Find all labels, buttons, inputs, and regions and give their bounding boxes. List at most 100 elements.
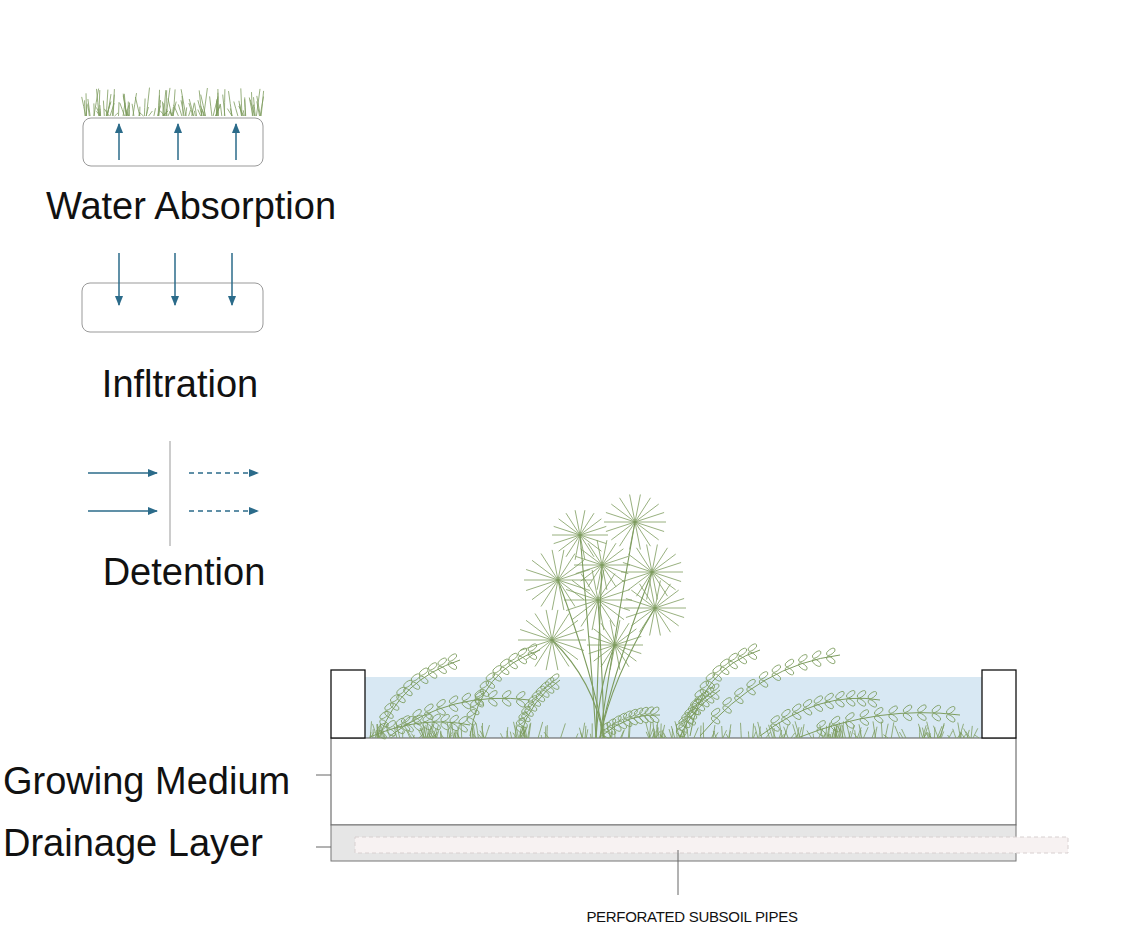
fern-leaflet: [396, 694, 407, 704]
fern-leaflet: [395, 717, 406, 727]
fern-leaflet: [830, 723, 841, 733]
fern-leaflet: [422, 721, 433, 731]
fern-leaflet: [458, 715, 469, 725]
tree-stem: [552, 640, 604, 738]
fern-leaflet: [722, 697, 733, 707]
fern-leaflet: [479, 688, 490, 698]
fern-leaflet: [628, 716, 639, 726]
fern-stem: [380, 660, 460, 735]
fern-leaflet: [771, 664, 782, 674]
fern-stem: [690, 650, 760, 736]
fern-leaflet: [427, 670, 438, 680]
palm-crown: [564, 570, 632, 630]
fern-leaflet: [606, 718, 617, 728]
fern-leaflet: [699, 690, 710, 700]
grass: [82, 88, 264, 116]
fern-leaflet: [945, 705, 956, 715]
palm-crown: [604, 495, 666, 550]
fern-leaflet: [811, 650, 822, 660]
fern-leaflet: [404, 723, 415, 733]
fern-leaflet: [709, 683, 720, 693]
fern-leaflet: [508, 652, 519, 662]
fern-leaflet: [824, 692, 835, 702]
fern-leaflet: [888, 705, 899, 715]
detention-icon: [88, 441, 258, 546]
fern-leaflet: [712, 673, 723, 683]
fern-leaflet: [515, 725, 526, 735]
layer-label: Drainage Layer: [3, 823, 263, 865]
fern-leaflet: [377, 722, 388, 732]
fern-leaflet: [449, 714, 460, 724]
fern-leaflet: [824, 700, 835, 710]
fern-leaflet: [771, 672, 782, 682]
fern-leaflet: [834, 690, 845, 700]
fern-leaflet: [437, 657, 448, 667]
fern-leaflet: [431, 721, 442, 731]
fern-leaflet: [811, 658, 822, 668]
fern-leaflet: [780, 708, 791, 718]
fern-leaflet: [649, 714, 660, 724]
fern-leaflet: [389, 702, 400, 712]
fern-leaflet: [699, 698, 710, 708]
fern-leaflet: [413, 714, 424, 724]
fern-leaflet: [784, 666, 795, 676]
fern-leaflet: [524, 708, 535, 718]
fern-leaflet: [902, 704, 913, 714]
fern-leaflet: [466, 708, 477, 718]
fern-leaflet: [797, 653, 808, 663]
fern-leaflet: [549, 681, 560, 691]
fern-leaflet: [377, 730, 388, 740]
fern-leaflet: [813, 695, 824, 705]
fern-leaflet: [816, 719, 827, 729]
fern-leaflet: [859, 717, 870, 727]
fern-leaflet: [531, 698, 542, 708]
fern-stem: [680, 690, 720, 737]
fern-leaflet: [448, 703, 459, 713]
fern-leaflet: [797, 662, 808, 672]
fern-leaflet: [733, 695, 744, 705]
fern-leaflet: [945, 714, 956, 724]
fern-leaflet: [758, 679, 769, 689]
fern-leaflet: [517, 655, 528, 665]
fern-leaflet: [474, 697, 485, 707]
fern-leaflet: [888, 713, 899, 723]
fern-leaflet: [830, 715, 841, 725]
fern-leaflet: [845, 689, 856, 699]
fern-leaflet: [728, 652, 739, 662]
tree-stem: [600, 608, 655, 738]
fern-leaflet: [856, 698, 867, 708]
fern-stem: [470, 650, 540, 736]
fern-leaflet: [780, 716, 791, 726]
fern-leaflet: [431, 713, 442, 723]
fern-leaflet: [606, 726, 617, 736]
fern-leaflet: [447, 653, 458, 663]
fern-leaflet: [436, 698, 447, 708]
fern-leaflet: [791, 711, 802, 721]
fern-leaflet: [469, 706, 480, 716]
tree-stem: [598, 600, 604, 738]
fern-leaflet: [413, 722, 424, 732]
fern-leaflet: [633, 707, 644, 717]
fern-leaflet: [746, 686, 757, 696]
fern-leaflet: [402, 687, 413, 697]
fern-leaflet: [784, 658, 795, 668]
fern-leaflet: [440, 713, 451, 723]
legend-label: Detention: [103, 552, 266, 594]
fern-leaflet: [449, 722, 460, 732]
fern-leaflet: [704, 695, 715, 705]
fern-leaflet: [461, 692, 472, 702]
layer-label: Growing Medium: [3, 761, 290, 803]
fern-leaflet: [395, 725, 406, 735]
fern-leaflet: [710, 715, 721, 725]
fern-leaflet: [611, 715, 622, 725]
fern-leaflet: [485, 680, 496, 690]
fern-leaflet: [492, 673, 503, 683]
fern-leaflet: [802, 698, 813, 708]
plants: [370, 495, 979, 741]
fern-leaflet: [719, 666, 730, 676]
fern-leaflet: [423, 703, 434, 713]
fern-leaflet: [487, 698, 498, 708]
fern-leaflet: [617, 712, 628, 722]
roof-section: [316, 670, 1068, 895]
fern-leaflet: [448, 695, 459, 705]
